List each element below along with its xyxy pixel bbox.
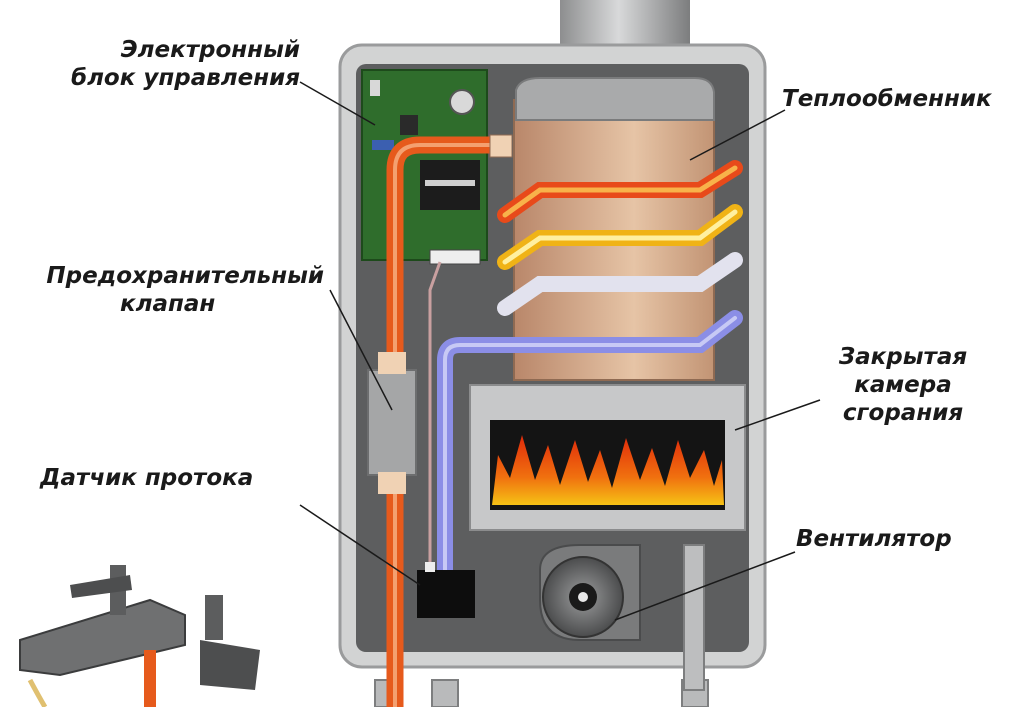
label-control-unit-line2: блок управления <box>71 65 300 91</box>
fan <box>539 544 641 641</box>
label-combustion-chamber-line2: камера <box>854 372 952 398</box>
label-safety-valve: Предохранительный клапан <box>8 262 324 318</box>
label-control-unit-line1: Электронный <box>120 37 300 63</box>
bottom-connectors <box>374 679 709 707</box>
safety-valve <box>367 369 417 476</box>
heat-exchanger-hood <box>515 77 715 121</box>
label-fan: Вентилятор <box>796 526 952 552</box>
sensor-wires <box>428 261 442 575</box>
coil-white <box>497 252 743 316</box>
label-combustion-chamber-line1: Закрытая <box>838 344 968 370</box>
label-safety-valve-line1: Предохранительный <box>46 263 324 289</box>
flames <box>492 435 724 505</box>
control-board <box>361 69 488 265</box>
flow-sensor <box>417 570 475 618</box>
label-safety-valve-line2: клапан <box>120 291 216 317</box>
label-combustion-chamber-line3: сгорания <box>842 400 964 426</box>
label-control-unit: Электронный блок управления <box>52 36 300 92</box>
label-combustion-chamber: Закрытая камера сгорания <box>818 343 988 427</box>
pipe-joint <box>489 134 513 158</box>
label-flow-sensor: Датчик протока <box>40 465 254 491</box>
leader-lines <box>299 81 821 621</box>
faucet <box>19 565 260 707</box>
gas-pipe <box>683 544 705 691</box>
label-heat-exchanger: Теплообменник <box>782 86 992 112</box>
